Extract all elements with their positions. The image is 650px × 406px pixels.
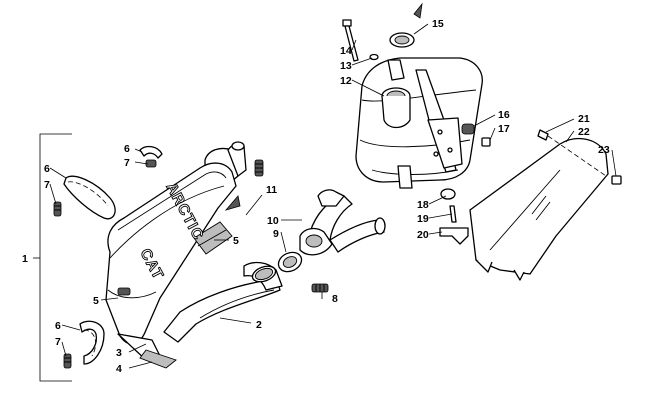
spring-7-top bbox=[145, 159, 157, 168]
manifold-pipe bbox=[299, 189, 386, 256]
callout-7c: 7 bbox=[55, 336, 61, 348]
callout-2: 2 bbox=[256, 319, 262, 331]
callout-11: 11 bbox=[266, 184, 277, 196]
callout-6c: 6 bbox=[55, 320, 61, 332]
callout-10: 10 bbox=[267, 215, 279, 227]
screw-19 bbox=[449, 205, 457, 223]
exhaust-clamps bbox=[63, 145, 163, 365]
callout-12: 12 bbox=[340, 75, 352, 87]
callout-23: 23 bbox=[598, 144, 610, 156]
callout-6b: 6 bbox=[44, 163, 50, 175]
callout-15: 15 bbox=[432, 18, 444, 30]
callout-5a: 5 bbox=[233, 235, 239, 247]
nut-23 bbox=[611, 175, 622, 185]
callout-8: 8 bbox=[332, 293, 338, 305]
callout-18: 18 bbox=[417, 199, 429, 211]
spring-7-mid bbox=[53, 201, 62, 217]
callout-13: 13 bbox=[340, 60, 352, 72]
callout-5b: 5 bbox=[93, 295, 99, 307]
spring-11 bbox=[254, 159, 264, 177]
callout-7b: 7 bbox=[44, 179, 50, 191]
callout-20: 20 bbox=[417, 229, 429, 241]
exhaust-seal bbox=[277, 251, 303, 273]
callout-3: 3 bbox=[116, 347, 122, 359]
callout-19: 19 bbox=[417, 213, 429, 225]
canister-muffler bbox=[355, 57, 483, 189]
callout-17: 17 bbox=[498, 123, 510, 135]
callout-7a: 7 bbox=[124, 157, 130, 169]
assembly-bracket bbox=[33, 133, 72, 382]
screw-21 bbox=[537, 129, 549, 141]
callout-9: 9 bbox=[273, 228, 279, 240]
callout-21: 21 bbox=[578, 113, 590, 125]
callout-14: 14 bbox=[340, 45, 352, 57]
exhaust-springs bbox=[53, 159, 329, 369]
nut-17 bbox=[481, 137, 491, 147]
callout-4: 4 bbox=[116, 363, 122, 375]
direction-arrows bbox=[224, 2, 423, 211]
callout-22: 22 bbox=[578, 126, 590, 138]
heat-shield-22 bbox=[469, 135, 609, 281]
spring-muffler-front bbox=[117, 287, 131, 296]
callout-labels: 1 2 3 4 5 5 6 7 6 7 6 7 8 9 10 11 12 13 … bbox=[22, 18, 610, 375]
spring-8 bbox=[311, 283, 329, 293]
bushing-16 bbox=[461, 123, 475, 135]
leader-lines bbox=[49, 23, 617, 369]
callout-6a: 6 bbox=[124, 143, 130, 155]
front-exhaust-pipe bbox=[163, 261, 283, 343]
bracket-20 bbox=[439, 227, 469, 245]
callout-1: 1 bbox=[22, 253, 28, 265]
spring-7-low bbox=[63, 353, 72, 369]
bolt-14 bbox=[342, 19, 359, 62]
grommet-15 bbox=[389, 32, 415, 48]
callout-16: 16 bbox=[498, 109, 510, 121]
washer-13 bbox=[369, 53, 379, 61]
